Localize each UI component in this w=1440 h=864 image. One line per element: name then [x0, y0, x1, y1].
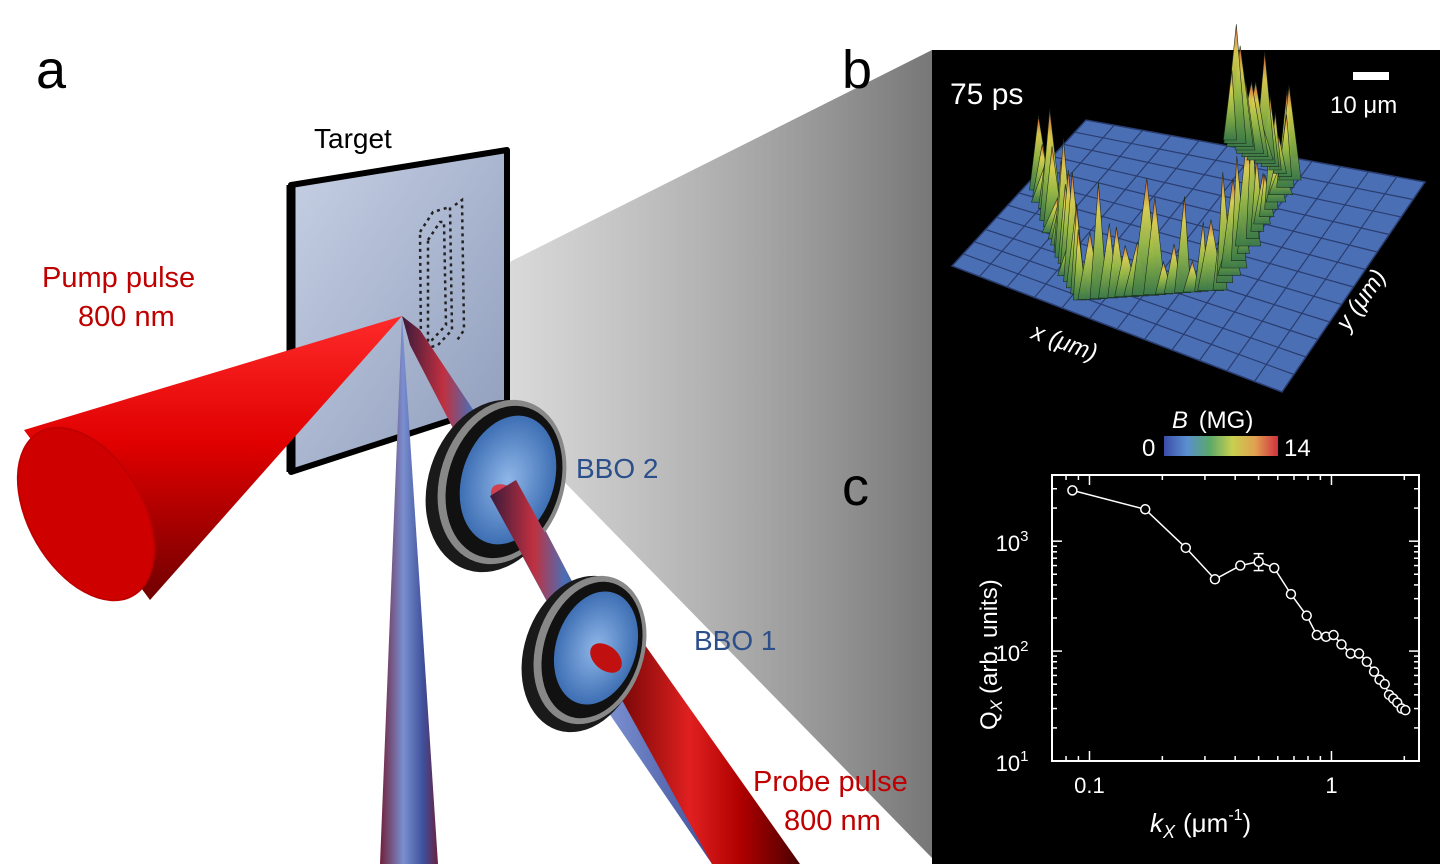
pump-label-line2: 800 nm — [78, 301, 175, 333]
data-point — [1400, 704, 1411, 716]
floor-grid-line — [1226, 171, 1369, 372]
data-point — [1311, 629, 1323, 641]
x-tick-label: 1 — [1325, 773, 1337, 798]
bbo2-label: BBO 2 — [576, 453, 658, 484]
colorbar-max: 14 — [1284, 435, 1311, 462]
data-point — [1253, 556, 1264, 567]
data-point — [1301, 610, 1312, 621]
y-axis-label: QX(arb. units) — [976, 579, 1006, 730]
probe-label-line2: 800 nm — [784, 805, 881, 837]
y-tick-label: 103 — [996, 528, 1029, 556]
y-tick-label: 101 — [996, 748, 1029, 776]
data-point — [1067, 485, 1078, 496]
surface-peak — [1223, 70, 1237, 141]
target-engraving — [418, 197, 466, 352]
data-point — [1379, 678, 1390, 690]
data-point — [1368, 666, 1380, 677]
surface-plot — [950, 24, 1427, 393]
colorbar-unit: (MG) — [1199, 407, 1254, 434]
data-point — [1328, 629, 1339, 641]
colorbar-var: B — [1172, 407, 1188, 434]
data-point — [1285, 588, 1297, 600]
panel-b-letter: b — [842, 40, 872, 100]
data-point — [1180, 542, 1192, 554]
data-point — [1361, 656, 1373, 667]
colorbar-gradient — [1164, 436, 1278, 456]
y-tick-label: 102 — [996, 638, 1029, 666]
surface-peak — [1143, 197, 1167, 295]
colorbar-min: 0 — [1142, 435, 1155, 462]
x-tick-label: 0.1 — [1074, 773, 1105, 798]
floor-grid-line — [1254, 176, 1398, 382]
surface-peak — [1174, 196, 1192, 293]
time-label: 75 ps — [950, 78, 1023, 111]
chart-c: 0.1 1 101 102 103 QX(arb. units) kX(μm-1) — [976, 474, 1420, 842]
probe-label-line1: Probe pulse — [753, 766, 908, 798]
svg-text:B (MG): B (MG) — [1172, 407, 1253, 434]
x-axis-label: kX(μm-1) — [1150, 807, 1251, 842]
pump-cone — [16, 316, 402, 602]
target-label: Target — [314, 123, 392, 154]
projection-ray — [402, 50, 932, 858]
panel-c-letter: c — [842, 457, 869, 517]
scale-bar-label: 10 μm — [1330, 92, 1397, 119]
data-point — [1268, 562, 1280, 574]
probe-down-cone — [380, 316, 438, 864]
data-point — [1235, 560, 1246, 571]
data-point — [1336, 639, 1347, 650]
colorbar: B (MG) 0 14 — [1142, 407, 1311, 462]
data-point — [1353, 648, 1365, 659]
bbo1-crystal — [521, 575, 647, 733]
data-point — [1345, 648, 1356, 659]
data-point — [1139, 504, 1151, 515]
panel-a-letter: a — [36, 40, 67, 100]
data-point — [1209, 574, 1221, 585]
bbo1-label: BBO 1 — [694, 625, 776, 656]
scale-bar — [1353, 72, 1389, 80]
pump-label-line1: Pump pulse — [42, 262, 195, 294]
